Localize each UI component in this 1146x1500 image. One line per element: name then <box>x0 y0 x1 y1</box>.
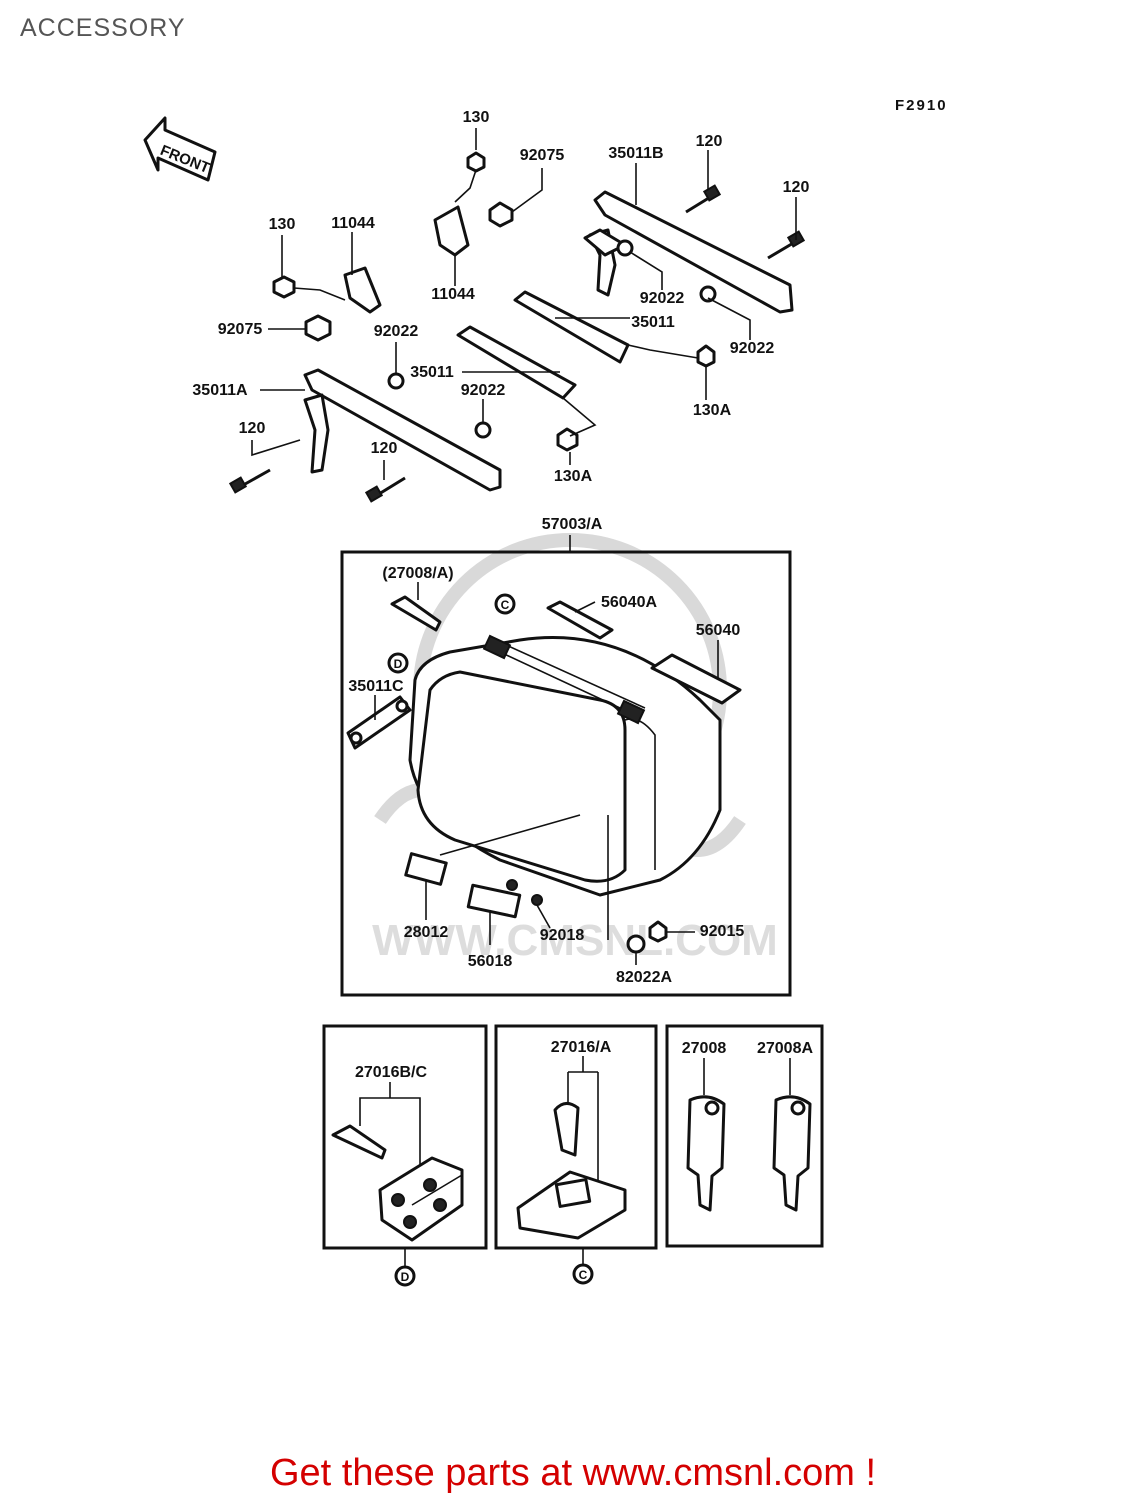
front-arrow-icon: FRONT <box>143 116 217 182</box>
nut-130-icon <box>272 275 296 299</box>
callout-92022: 92022 <box>730 340 775 357</box>
callout-11044: 11044 <box>431 286 475 303</box>
washer-82022A-icon <box>626 934 646 954</box>
callout-92022: 92022 <box>374 323 419 340</box>
callout-92018: 92018 <box>540 927 585 944</box>
callout-57003A: 57003/A <box>542 516 603 533</box>
reflector-28012-icon <box>404 852 448 886</box>
callout-56040A: 56040A <box>601 594 657 611</box>
callout-92022: 92022 <box>640 290 685 307</box>
callout-92022: 92022 <box>461 382 506 399</box>
cap-92018-icon <box>531 894 543 906</box>
page-title: ACCESSORY <box>20 14 186 42</box>
washer-92022-icon <box>474 421 492 439</box>
key-27008-icon <box>686 1095 726 1212</box>
carrier-35011B <box>583 190 794 314</box>
callout-27008A: 27008A <box>757 1040 813 1057</box>
callout-27016BC: 27016B/C <box>355 1064 427 1081</box>
decal-56040-icon <box>650 653 742 705</box>
callout-130A: 130A <box>554 468 593 485</box>
callout-35011B: 35011B <box>608 145 663 162</box>
promo-banner-link[interactable]: Get these parts at www.cmsnl.com ! <box>269 1452 877 1494</box>
callout-130: 130 <box>463 109 490 126</box>
bolt-120-icon <box>767 230 806 260</box>
cap-92018-icon <box>506 879 518 891</box>
bracket-11044-icon <box>343 266 382 314</box>
carrier-35011A <box>303 368 502 492</box>
strap-35011-right <box>513 290 630 364</box>
case-57003-icon <box>408 634 722 897</box>
callout-130A: 130A <box>693 402 732 419</box>
callout-92075: 92075 <box>218 321 263 338</box>
callout-92075: 92075 <box>520 147 565 164</box>
decal-56040A-icon <box>546 600 614 640</box>
callout-27008A-paren: (27008/A) <box>382 565 453 582</box>
leader-lines-case <box>374 582 719 965</box>
svg-text:D: D <box>401 1270 410 1284</box>
strap-35011-left <box>456 325 577 400</box>
svg-text:C: C <box>579 1268 588 1282</box>
callout-28012: 28012 <box>404 924 449 941</box>
diagram-code: F2910 <box>895 97 948 114</box>
callout-130: 130 <box>269 216 296 233</box>
lock-27016A-icon <box>516 1102 627 1240</box>
ref-c-icon <box>572 1263 594 1285</box>
callout-120: 120 <box>239 420 266 437</box>
callout-11044: 11044 <box>331 215 375 232</box>
keys-27008-frame <box>665 1024 824 1248</box>
svg-text:WWW.CMSNL.COM: WWW.CMSNL.COM <box>372 916 778 965</box>
nut-92075-icon <box>304 314 332 342</box>
bolt-120-icon <box>228 468 271 494</box>
callout-120: 120 <box>371 440 398 457</box>
lock-27016BC-icon <box>331 1124 464 1242</box>
ref-d-icon <box>394 1265 416 1287</box>
case-assembly-frame <box>340 550 792 997</box>
lock-27016A-frame <box>494 1024 658 1250</box>
nut-92015-icon <box>648 920 668 943</box>
nut-130A-icon <box>556 427 579 452</box>
callout-56040: 56040 <box>696 622 741 639</box>
svg-text:D: D <box>394 657 403 671</box>
ref-d-icon <box>387 652 409 674</box>
callout-35011: 35011 <box>410 364 454 381</box>
callout-120: 120 <box>696 133 723 150</box>
washer-92022-icon <box>616 239 634 257</box>
callout-56018: 56018 <box>468 953 513 970</box>
leader-lines-upper <box>251 128 797 480</box>
key-27008A-icon <box>772 1095 812 1212</box>
nut-130A-icon <box>696 344 716 368</box>
washer-92022-icon <box>699 285 717 303</box>
hole-icon <box>395 699 409 713</box>
emblem-56018-icon <box>466 883 522 919</box>
bolt-120-icon <box>364 476 406 503</box>
svg-text:C: C <box>501 598 510 612</box>
callout-35011A: 35011A <box>192 382 248 399</box>
leader-lines-lower <box>359 1056 791 1266</box>
ref-c-icon <box>494 593 516 615</box>
callout-labels: 130 92075 35011B 120 120 130 11044 11044… <box>192 109 813 1081</box>
hole-icon <box>349 731 363 745</box>
callout-82022A: 82022A <box>616 969 672 986</box>
bolt-120-icon <box>685 184 722 214</box>
bracket-11044-icon <box>433 205 470 257</box>
callout-35011: 35011 <box>631 314 675 331</box>
nut-92075-icon <box>488 201 514 228</box>
parts-diagram: WWW.CMSNL.COM F2910 FRONT <box>143 97 948 1287</box>
washer-92022-icon <box>387 372 405 390</box>
callout-120: 120 <box>783 179 810 196</box>
callout-27016A: 27016/A <box>551 1039 612 1056</box>
nut-130-icon <box>466 151 486 173</box>
callout-92015: 92015 <box>700 923 745 940</box>
plate-27008A-icon <box>390 595 442 632</box>
callout-35011C: 35011C <box>348 678 404 695</box>
callout-27008: 27008 <box>682 1040 727 1057</box>
